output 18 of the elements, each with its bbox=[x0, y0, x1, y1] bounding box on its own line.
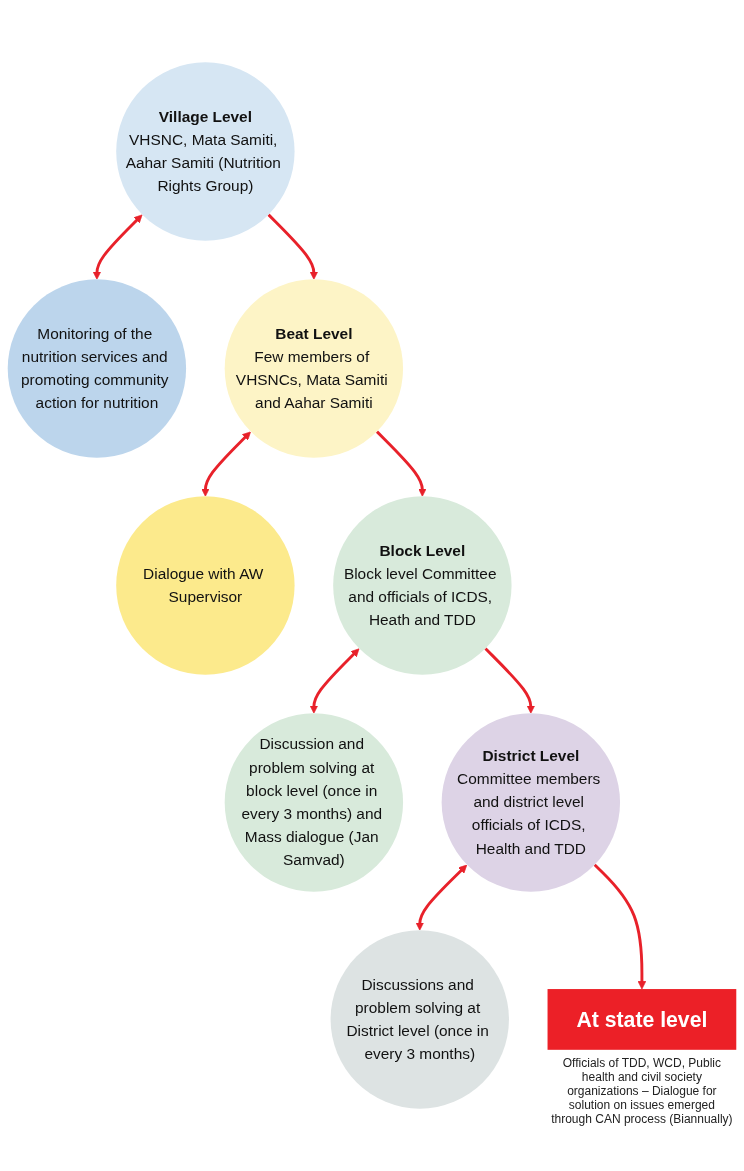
arrow bbox=[415, 864, 468, 931]
node-circle: District Level Committee members and district level officials of ICDS, Health and TDD bbox=[441, 713, 621, 892]
arrow bbox=[375, 430, 427, 497]
arrow bbox=[201, 431, 251, 497]
node-circle: Dialogue with AW Supervisor bbox=[116, 496, 295, 675]
node-circle: Village Level VHSNC, Mata Samiti, Aahar Samiti (Nutrition Rights Group) bbox=[116, 62, 295, 241]
arrow bbox=[593, 863, 647, 990]
node-circle: Block Level Block level Committee and officials of ICDS, Heath and TDD bbox=[333, 496, 512, 675]
arrow bbox=[484, 647, 536, 714]
node-circle: Discussions and problem solving at District level (once in every 3 months) bbox=[330, 930, 509, 1109]
node-circle: Discussion and problem solving at block level (once in every 3 months) and Mass dialogue (Jan Samvad) bbox=[224, 713, 404, 892]
arrow bbox=[267, 213, 319, 280]
description-text: Officials of TDD, WCD, Public health and civil society organizations – Dialogue for solution on issues emerged through CAN process (Biannually) bbox=[550, 1055, 734, 1126]
node-circle: Monitoring of the nutrition services and promoting community action for nutrition bbox=[7, 279, 187, 458]
arrow bbox=[92, 214, 143, 280]
arrow bbox=[309, 648, 360, 714]
node-box: At state level bbox=[547, 989, 737, 1050]
node-circle: Beat Level Few members of VHSNCs, Mata Samiti and Aahar Samiti bbox=[224, 279, 404, 458]
